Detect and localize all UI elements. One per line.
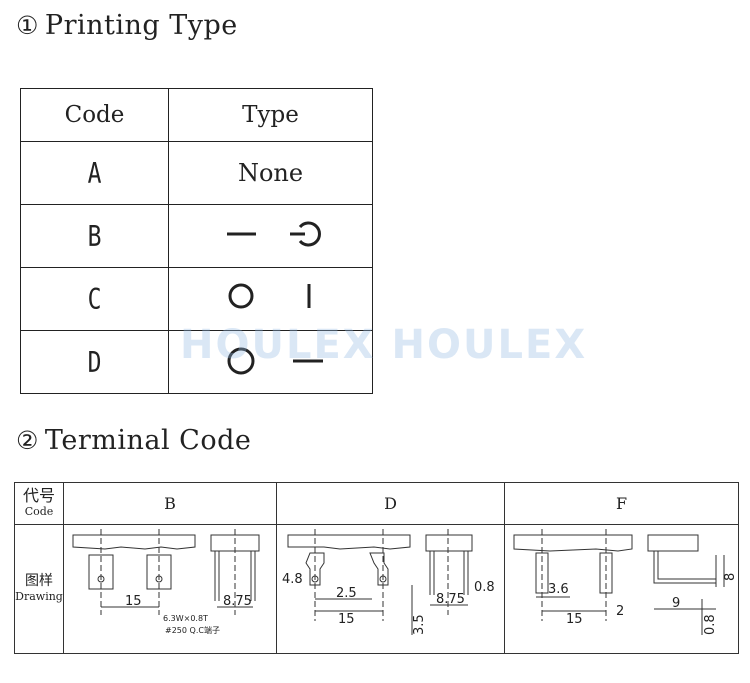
dim-f-15: 15 — [566, 612, 583, 627]
row-code-b: B — [20, 204, 169, 268]
section-title-text: Terminal Code — [44, 425, 252, 456]
terminal-code-f: F — [504, 482, 739, 525]
row-code-d: D — [20, 330, 169, 394]
terminal-code-d: D — [276, 482, 505, 525]
type-b-symbols — [226, 221, 321, 247]
dim-d-35: 3.5 — [412, 614, 427, 635]
label-code-en: Code — [24, 504, 54, 518]
section-title-text: Printing Type — [44, 10, 238, 41]
dim-f-8: 8 — [723, 573, 737, 581]
row-code-a: A — [20, 141, 169, 205]
code-letter: C — [87, 283, 102, 317]
dim-f-36: 3.6 — [548, 582, 569, 597]
terminal-f-drawing: 3.6 15 2 9 8 0.8 — [513, 529, 738, 635]
type-c-symbols — [228, 283, 310, 309]
watermark: HOULEX HOULEX — [180, 322, 588, 368]
circle-icon — [228, 283, 253, 309]
dim-f-9: 9 — [672, 596, 680, 611]
terminal-code-table: 代号 Code B D F 图样 Drawing — [14, 482, 739, 654]
row-type-b — [168, 204, 373, 268]
dim-d-15: 15 — [338, 612, 355, 627]
drawing-d: 4.8 2.5 15 3.5 8.75 0.8 — [276, 524, 505, 654]
dim-b-size: 6.3W×0.8T — [163, 614, 208, 623]
dim-b-qc: #250 Q.C端子 — [165, 625, 220, 635]
row-type-d — [168, 330, 373, 394]
section-number: ① — [16, 11, 39, 40]
code-letter: D — [87, 346, 102, 380]
circle-icon — [227, 347, 254, 375]
terminal-code-b: B — [63, 482, 277, 525]
dim-b-875: 8.75 — [223, 594, 252, 609]
label-code: 代号 Code — [14, 482, 64, 525]
power-icon — [289, 221, 321, 247]
dim-d-25: 2.5 — [336, 586, 357, 601]
header-code: Code — [20, 88, 169, 142]
code-letter: B — [87, 220, 102, 254]
dim-f-08: 0.8 — [703, 614, 718, 635]
label-code-cn: 代号 — [22, 485, 55, 505]
terminal-d-drawing: 4.8 2.5 15 3.5 8.75 0.8 — [282, 529, 495, 635]
section-number: ② — [16, 426, 39, 455]
dim-d-48: 4.8 — [282, 572, 303, 587]
label-drawing: 图样 Drawing — [14, 524, 64, 654]
printing-type-table: Code Type A None B C D — [20, 88, 373, 394]
row-type-c — [168, 267, 373, 331]
drawing-f: 3.6 15 2 9 8 0.8 — [504, 524, 739, 654]
label-drawing-cn: 图样 — [25, 573, 53, 589]
header-type: Type — [168, 88, 373, 142]
row-type-a: None — [168, 141, 373, 205]
dim-d-08: 0.8 — [474, 580, 495, 595]
type-d-symbols — [227, 347, 323, 375]
code-letter: A — [87, 157, 102, 191]
terminal-b-drawing: 15 8.75 6.3W×0.8T #250 Q.C端子 — [72, 529, 260, 635]
dim-d-875: 8.75 — [436, 592, 465, 607]
dim-f-2: 2 — [616, 604, 624, 619]
label-drawing-en: Drawing — [15, 590, 63, 603]
drawing-b: 15 8.75 6.3W×0.8T #250 Q.C端子 — [63, 524, 277, 654]
dim-b-15: 15 — [125, 594, 142, 609]
row-code-c: C — [20, 267, 169, 331]
